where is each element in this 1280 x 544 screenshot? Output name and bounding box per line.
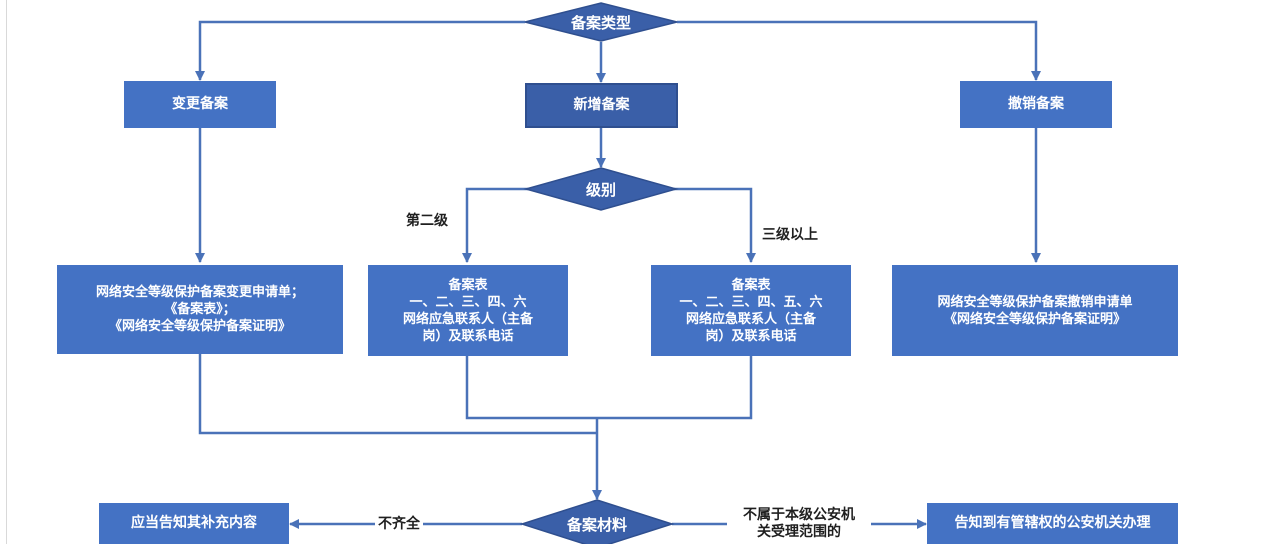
decision-materials-label: 备案材料 xyxy=(566,516,627,534)
box-new-filing: 新增备案 xyxy=(525,83,678,128)
edge-level-to-level3 xyxy=(672,187,756,263)
decision-type-shape xyxy=(524,2,678,42)
edge-label-level2: 第二级 xyxy=(406,213,448,229)
decision-type-label: 备案类型 xyxy=(570,14,631,32)
edge-label-not-in-scope: 不属于本级公安机 关受理范围的 xyxy=(727,507,871,541)
decision-materials-shape xyxy=(519,499,675,544)
box-notify-redirect: 告知到有管辖权的公安机关办理 xyxy=(927,503,1178,544)
decision-level-shape xyxy=(523,167,679,211)
page-left-border xyxy=(6,0,7,544)
box-notify-supplement: 应当告知其补充内容 xyxy=(99,503,289,544)
box-level2-documents: 备案表 一、二、三、四、六 网络应急联系人（主备 岗）及联系电话 xyxy=(368,265,568,356)
edge-label-incomplete: 不齐全 xyxy=(375,516,423,533)
edge-change-docs-merge xyxy=(198,354,597,435)
decision-level-label: 级别 xyxy=(585,181,616,199)
edge-level2-docs-merge xyxy=(465,356,753,420)
edge-type-to-change xyxy=(195,20,525,81)
box-change-filing: 变更备案 xyxy=(124,81,276,128)
edge-level-to-level2 xyxy=(462,187,530,263)
box-change-documents: 网络安全等级保护备案变更申请单； 《备案表》； 《网络安全等级保护备案证明》 xyxy=(57,265,343,354)
box-cancel-filing: 撤销备案 xyxy=(960,81,1112,128)
edge-label-level3: 三级以上 xyxy=(762,227,818,243)
box-cancel-documents: 网络安全等级保护备案撤销申请单 《网络安全等级保护备案证明》 xyxy=(892,265,1178,356)
edge-type-to-cancel xyxy=(677,20,1041,81)
box-level3-documents: 备案表 一、二、三、四、五、六 网络应急联系人（主备 岗）及联系电话 xyxy=(651,265,851,356)
